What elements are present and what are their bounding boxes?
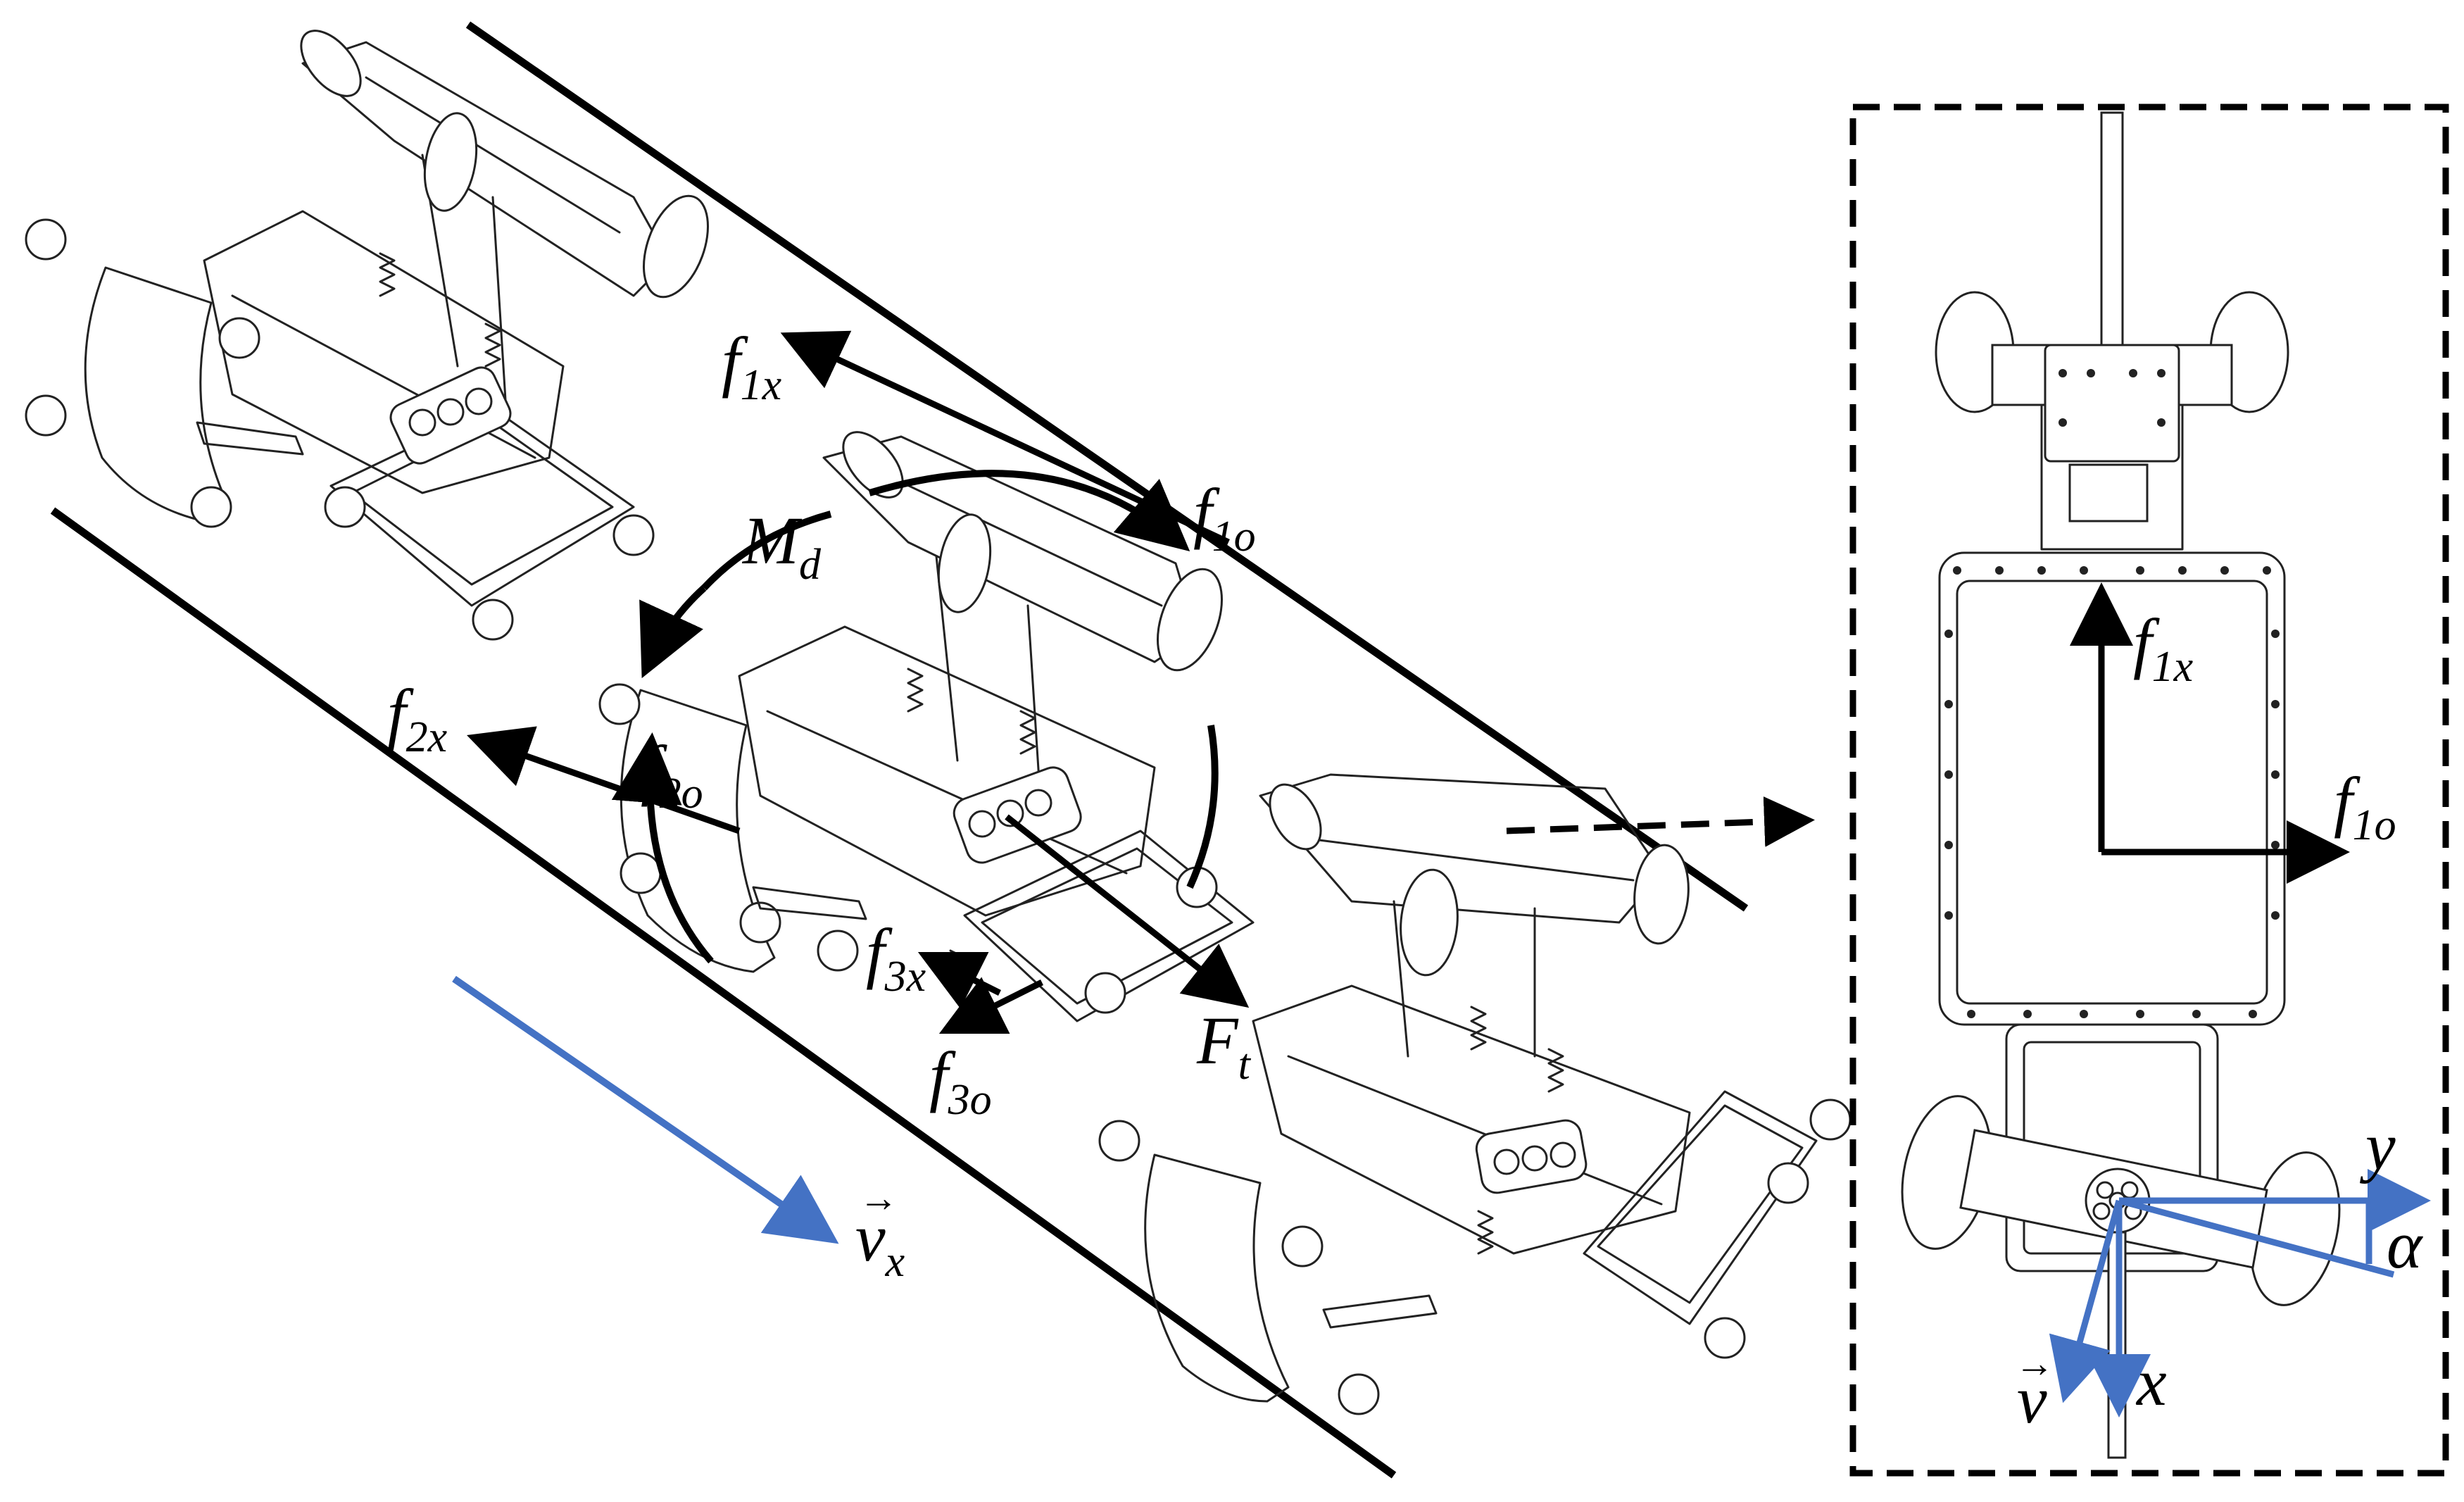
ft-arrow (1005, 814, 1250, 1008)
f2o-arc (611, 732, 714, 964)
vx-arrow (452, 975, 839, 1244)
f2o-label: f2o (641, 732, 703, 818)
inset-top-view: f1x f1o y α → v x (1849, 104, 2449, 1477)
inset-alpha-label: α (2387, 1207, 2423, 1282)
md-label: Md (741, 503, 822, 589)
vx-label: vx (855, 1200, 905, 1286)
inset-v-label: v (2017, 1362, 2047, 1437)
inset-v-arrow (2049, 1199, 2123, 1403)
f3o-arrow (938, 977, 1044, 1034)
lower-wall-line (50, 507, 1397, 1479)
f3x-label: f3x (866, 915, 926, 1001)
f3o-label: f3o (929, 1038, 992, 1124)
md-moment-arc-lower (639, 585, 707, 679)
inset-main-body (1938, 551, 2286, 1026)
inset-f1o-label: f1o (2334, 763, 2396, 849)
right-moment-arc (1186, 725, 1219, 889)
inset-dashed-frame (1849, 104, 2449, 1477)
vx-accent: → (859, 1177, 898, 1220)
robot-drawing-lower (1098, 773, 1852, 1415)
f1o-arc (868, 470, 1190, 552)
inset-alpha-ref-line (2118, 1197, 2395, 1278)
f1x-label: f1x (722, 323, 782, 409)
f2x-arrow (467, 726, 741, 834)
inset-y-label: y (2359, 1108, 2396, 1184)
inset-pointer-dashed (1506, 796, 1815, 847)
ft-label: Ft (1196, 1003, 1252, 1089)
inset-f1x-label: f1x (2133, 605, 2194, 691)
inset-x-label: x (2135, 1344, 2167, 1420)
f2x-label: f2x (387, 675, 448, 761)
f3x-arrow (917, 951, 1002, 1009)
upper-wall-line (465, 21, 1749, 912)
md-moment-arc (701, 511, 832, 591)
robot-drawing-upper (25, 30, 710, 641)
f1o-label: f1o (1193, 475, 1256, 561)
inset-v-accent: → (2015, 1342, 2054, 1386)
